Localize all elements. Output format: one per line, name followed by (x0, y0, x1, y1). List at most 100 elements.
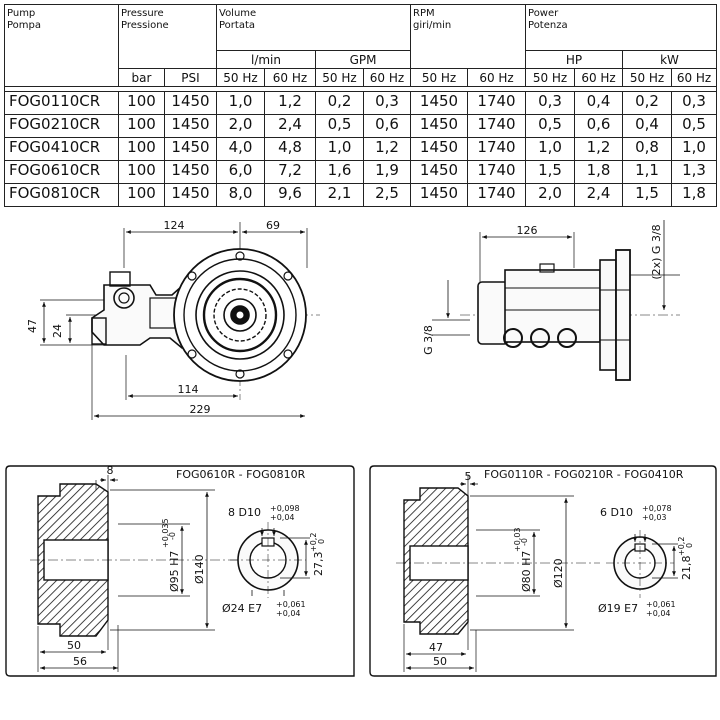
shaft-tol-hi: +0,061 (276, 600, 306, 609)
front-view-drawing (40, 222, 320, 420)
cell-bar: 100 (118, 183, 165, 207)
key-tol-hi: +0,098 (270, 504, 300, 513)
bore-tol-hi: +0,03 (513, 527, 522, 552)
bore-dia-label: Ø80 H7 (520, 551, 533, 592)
cell-l50: 1,0 (216, 91, 265, 115)
cell-r50: 1450 (410, 137, 469, 161)
cell-hp50: 0,3 (525, 91, 576, 115)
dim-50: 50 (433, 655, 447, 668)
key-tol-hi: +0,078 (642, 504, 672, 513)
key-tol-lo: +0,03 (642, 513, 667, 522)
dim-47: 47 (429, 641, 443, 654)
shaft-dia-label: Ø19 E7 (598, 602, 638, 615)
cell-bar: 100 (118, 160, 165, 184)
thread-top-label: (2x) G 3/8 (650, 224, 663, 279)
side-view-drawing (432, 220, 680, 381)
cell-psi: 1450 (164, 160, 217, 184)
cell-r60: 1740 (467, 137, 527, 161)
shaft-tol-hi: +0,061 (646, 600, 676, 609)
bore-dia-label: Ø95 H7 (168, 551, 181, 592)
cell-g50: 1,0 (315, 137, 364, 161)
cell-g50: 1,6 (315, 160, 364, 184)
cell-hp60: 1,8 (574, 160, 624, 184)
key-height-tol-lo: 0 (317, 539, 326, 544)
cell-l60: 2,4 (264, 114, 316, 138)
dim-114: 114 (178, 383, 199, 396)
cell-l50: 4,0 (216, 137, 265, 161)
cell-r60: 1740 (467, 183, 527, 207)
cell-l60: 4,8 (264, 137, 316, 161)
hz-header: 60 Hz (362, 68, 412, 87)
cell-g50: 0,2 (315, 91, 364, 115)
cell-l60: 7,2 (264, 160, 316, 184)
cell-g60: 0,6 (362, 114, 412, 138)
key-label: 8 D10 (228, 506, 261, 519)
dim-47: 47 (26, 319, 39, 333)
bore-tol-lo: -0 (520, 538, 529, 546)
outer-dia-label: Ø140 (193, 554, 206, 584)
key-height-label: 27,3 (312, 552, 325, 577)
cell-g60: 1,2 (362, 137, 412, 161)
cell-kw60: 1,3 (671, 160, 718, 184)
cell-bar: 100 (118, 137, 165, 161)
outer-dia-label: Ø120 (552, 558, 565, 588)
shaft-dia-label: Ø24 E7 (222, 602, 262, 615)
cell-psi: 1450 (164, 183, 217, 207)
cell-model: FOG0410CR (4, 137, 119, 161)
dim-126: 126 (517, 224, 538, 237)
shaft-tol-lo: +0,04 (276, 609, 301, 618)
cell-kw60: 1,8 (671, 183, 718, 207)
hz-header: 60 Hz (671, 68, 718, 87)
key-height-tol-hi: +0,2 (677, 537, 686, 556)
dim-50: 50 (67, 639, 81, 652)
cell-r50: 1450 (410, 160, 469, 184)
cell-g60: 0,3 (362, 91, 412, 115)
cell-l50: 8,0 (216, 183, 265, 207)
dim-56: 56 (73, 655, 87, 668)
cell-kw50: 0,8 (622, 137, 673, 161)
cell-hp50: 1,5 (525, 160, 576, 184)
dim-69: 69 (266, 219, 280, 232)
key-tol-lo: +0,04 (270, 513, 295, 522)
cell-kw50: 1,5 (622, 183, 673, 207)
cell-kw50: 1,1 (622, 160, 673, 184)
thread-side-label: G 3/8 (422, 325, 435, 355)
dim-24: 24 (51, 324, 64, 338)
cell-r60: 1740 (467, 91, 527, 115)
key-height-tol-lo: 0 (685, 543, 694, 548)
cell-hp60: 0,6 (574, 114, 624, 138)
lmin-header: l/min (216, 50, 316, 69)
shaft-tol-lo: +0,04 (646, 609, 671, 618)
detail-left-title: FOG0610R - FOG0810R (176, 468, 306, 481)
dim-124: 124 (164, 219, 185, 232)
cell-l60: 1,2 (264, 91, 316, 115)
hz-header: 50 Hz (622, 68, 673, 87)
detail-right-drawing (369, 465, 717, 677)
detail-left-drawing (5, 465, 355, 677)
detail-right-title: FOG0110R - FOG0210R - FOG0410R (484, 468, 684, 481)
dim-229: 229 (190, 403, 211, 416)
dim-8: 8 (107, 464, 114, 477)
cell-model: FOG0610CR (4, 160, 119, 184)
bore-tol-hi: +0,035 (161, 518, 170, 548)
cell-g60: 1,9 (362, 160, 412, 184)
bore-tol-lo: -0 (168, 532, 177, 540)
key-height-tol-hi: +0,2 (309, 533, 318, 552)
cell-model: FOG0110CR (4, 91, 119, 115)
cell-g50: 0,5 (315, 114, 364, 138)
cell-hp50: 2,0 (525, 183, 576, 207)
hp-header: HP (525, 50, 624, 69)
cell-psi: 1450 (164, 91, 217, 115)
key-height-label: 21,8 (680, 556, 693, 581)
